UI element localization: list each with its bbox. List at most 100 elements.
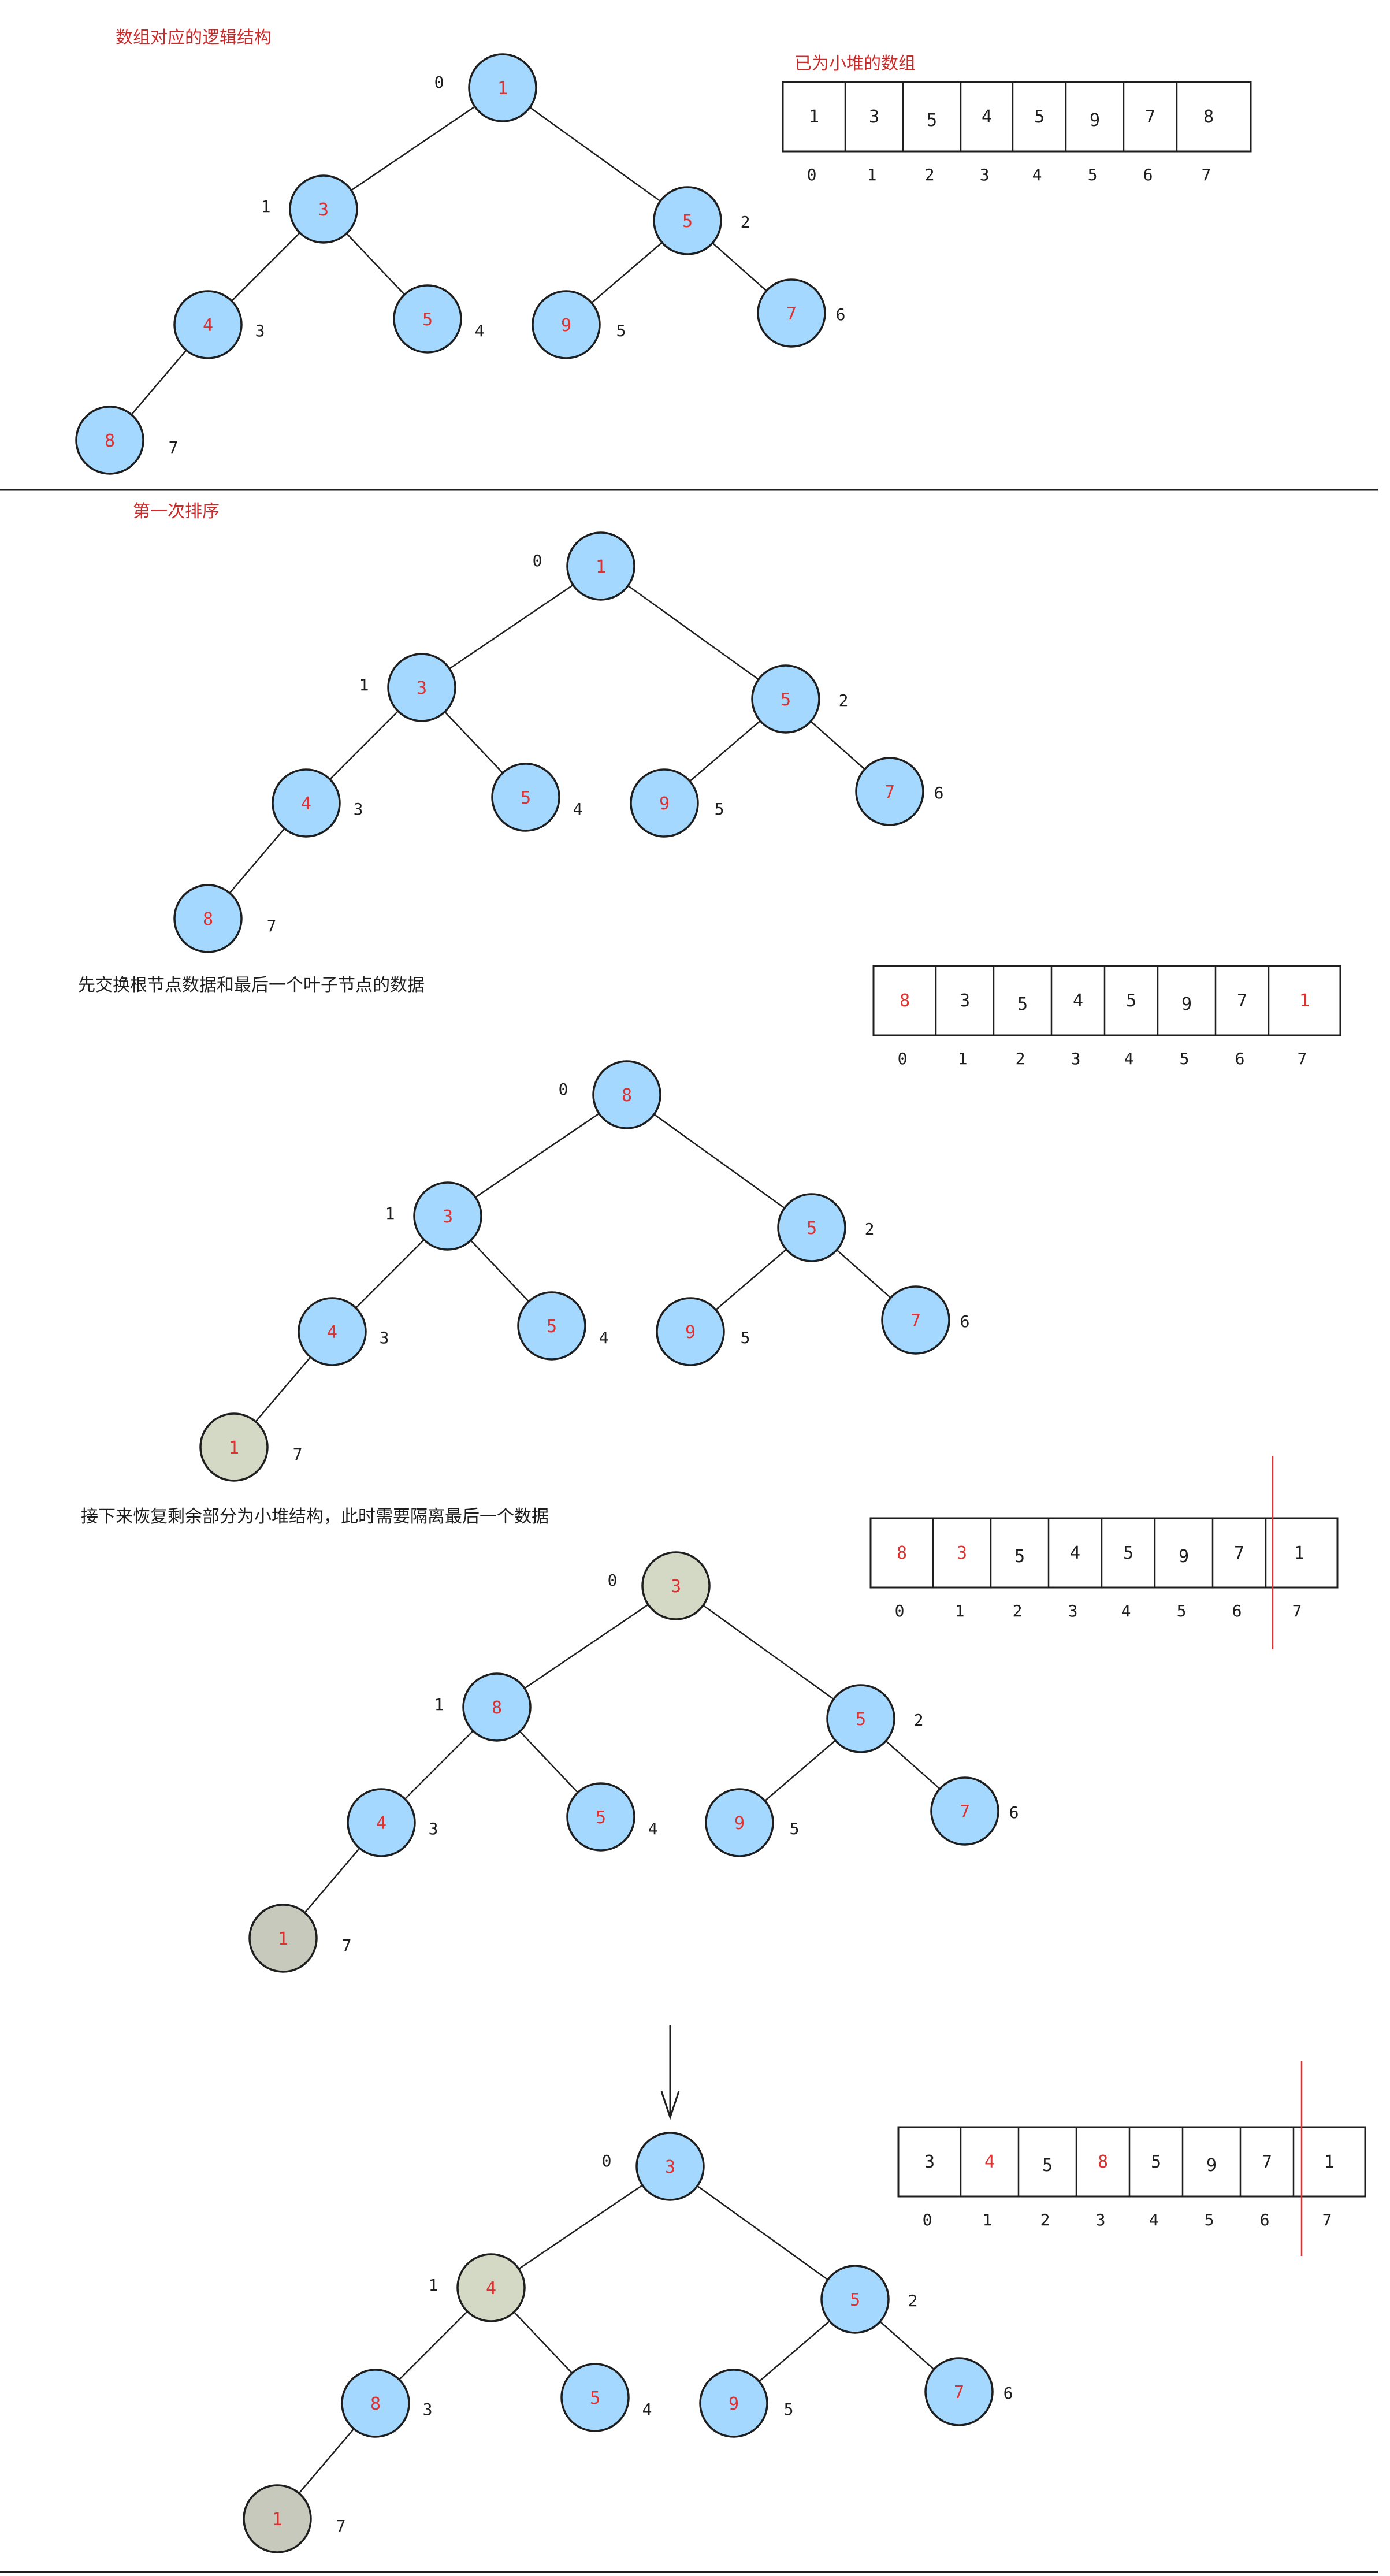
array-cell: 7 [1234, 1543, 1244, 1563]
array-index-label: 7 [1298, 1049, 1307, 1068]
heap-node: 5 [517, 1291, 586, 1361]
array-index-label: 5 [1205, 2210, 1214, 2229]
section-caption: 数组对应的逻辑结构 [116, 28, 272, 48]
node-index-label: 3 [255, 321, 265, 340]
array-index-label: 0 [807, 165, 817, 184]
array-cell: 3 [869, 107, 879, 127]
decorations [0, 489, 1378, 2573]
array-index-label: 7 [1202, 165, 1211, 184]
heap-node: 3 [289, 174, 358, 244]
array-cell: 1 [1324, 2152, 1335, 2172]
node-index-label: 2 [914, 1711, 924, 1730]
tree-edge [229, 828, 285, 894]
array-cell: 5 [1042, 2155, 1053, 2176]
node-value: 5 [590, 2388, 600, 2408]
array-index-label: 4 [1124, 1049, 1134, 1068]
tree-edge [475, 1113, 600, 1198]
tree-edge [298, 2428, 355, 2494]
heap-node: 4 [272, 768, 341, 838]
array-cell: 4 [984, 2152, 995, 2172]
node-index-label: 3 [423, 2400, 433, 2419]
node-index-label: 1 [261, 197, 271, 216]
array-index-label: 0 [923, 2210, 932, 2229]
array-index-label: 3 [1096, 2210, 1106, 2229]
heap-node: 5 [751, 664, 820, 734]
array-cell: 9 [1206, 2155, 1217, 2176]
array-index-label: 5 [1088, 165, 1098, 184]
node-index-label: 0 [533, 551, 542, 570]
array-index-label: 6 [1232, 1601, 1242, 1620]
heap-node: 9 [630, 768, 699, 838]
array-index-label: 2 [925, 165, 935, 184]
array-cell: 8 [900, 991, 910, 1011]
tree-edge [518, 2184, 643, 2270]
node-value: 4 [301, 794, 311, 814]
node-value: 9 [734, 1813, 745, 1834]
heap-node: 9 [699, 2369, 768, 2438]
node-value: 9 [729, 2394, 739, 2414]
tree-edge [810, 720, 865, 770]
heap-node: 3 [641, 1551, 711, 1620]
heap-node: 1 [248, 1904, 318, 1973]
array-index-label: 4 [1149, 2210, 1159, 2229]
section-caption: 第一次排序 [133, 501, 220, 522]
tree-edge [689, 720, 761, 782]
heap-node: 1 [566, 531, 635, 601]
tree-edge [355, 1239, 425, 1309]
node-index-label: 7 [336, 2516, 346, 2536]
array-cell: 3 [960, 991, 970, 1011]
node-value: 8 [622, 1086, 632, 1106]
node-value: 1 [497, 79, 508, 99]
heap-node: 1 [468, 53, 537, 122]
array-cell: 9 [1090, 110, 1100, 131]
array-index-label: 2 [1040, 2210, 1050, 2229]
array-index-label: 6 [1143, 165, 1153, 184]
array-cell: 5 [1034, 107, 1045, 127]
array-index-label: 4 [1121, 1601, 1131, 1620]
node-value: 7 [786, 304, 797, 324]
tree-edge [627, 585, 759, 681]
array-cell: 5 [927, 110, 937, 131]
array-index-label: 6 [1260, 2210, 1270, 2229]
heap-node: 8 [75, 406, 144, 475]
node-value: 5 [422, 310, 433, 330]
array-index-label: 1 [983, 2210, 993, 2229]
node-value: 4 [376, 1813, 386, 1834]
node-index-label: 1 [359, 675, 369, 694]
node-value: 9 [561, 315, 571, 336]
node-value: 5 [547, 1317, 557, 1337]
array-cell: 7 [1237, 991, 1247, 1011]
node-value: 7 [954, 2382, 964, 2403]
node-value: 4 [327, 1322, 337, 1343]
array-cell: 5 [1123, 1543, 1133, 1563]
heap-node: 5 [566, 1782, 635, 1852]
heap-node: 5 [826, 1684, 895, 1753]
node-value: 5 [856, 1709, 866, 1730]
tree-edge [399, 2311, 468, 2380]
node-value: 3 [318, 200, 329, 220]
node-value: 5 [682, 211, 693, 232]
array-cell: 1 [1294, 1543, 1304, 1563]
heap-node: 9 [656, 1297, 725, 1366]
tree-edge [712, 242, 767, 292]
node-index-label: 5 [616, 321, 626, 340]
tree-edge [470, 1240, 530, 1302]
heap-node: 4 [298, 1297, 367, 1366]
array-cell: 9 [1179, 1547, 1189, 1567]
array-cell: 5 [1014, 1547, 1025, 1567]
node-value: 1 [272, 2510, 283, 2530]
tree-edge [131, 350, 187, 415]
array-cell: 8 [1098, 2152, 1108, 2172]
node-index-label: 5 [741, 1328, 750, 1347]
node-value: 7 [960, 1802, 970, 1822]
node-index-label: 1 [434, 1695, 444, 1714]
array-index-label: 7 [1292, 1601, 1302, 1620]
node-value: 7 [910, 1311, 921, 1331]
tree-edge [231, 232, 300, 302]
tree-edge [764, 1739, 836, 1802]
